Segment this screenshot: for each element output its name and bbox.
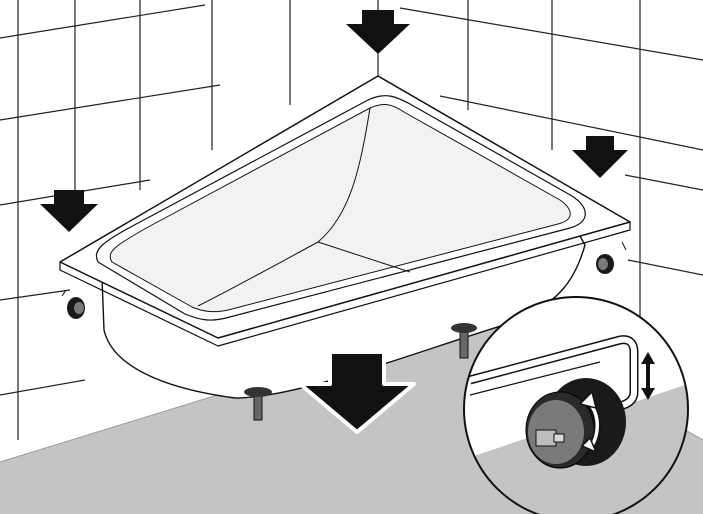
detail-circle-border <box>463 296 689 514</box>
adjustment-bolt <box>535 429 557 447</box>
foot-back <box>451 323 477 359</box>
mounting-bracket <box>469 336 637 421</box>
wall-bracket-left <box>61 289 85 319</box>
rotate-adjust-arrow-icon <box>578 390 601 454</box>
vertical-adjust-arrow-icon <box>641 352 655 400</box>
bathtub-basin <box>109 104 571 313</box>
wall-bracket-right <box>596 241 627 274</box>
corner-bathtub <box>59 75 631 399</box>
bathtub-feet <box>244 323 477 421</box>
down-arrow-icon <box>346 10 410 54</box>
basin-crease <box>317 107 371 243</box>
down-arrow-icon <box>572 136 628 178</box>
foot-front <box>244 387 272 421</box>
basin-floor-front <box>197 241 319 307</box>
rim-edge <box>59 222 631 347</box>
wall-bracket-adjustment-detail <box>463 296 689 514</box>
large-down-arrow-icon <box>298 350 416 434</box>
down-arrow-icon <box>40 190 98 232</box>
basin-floor-line <box>317 241 411 273</box>
